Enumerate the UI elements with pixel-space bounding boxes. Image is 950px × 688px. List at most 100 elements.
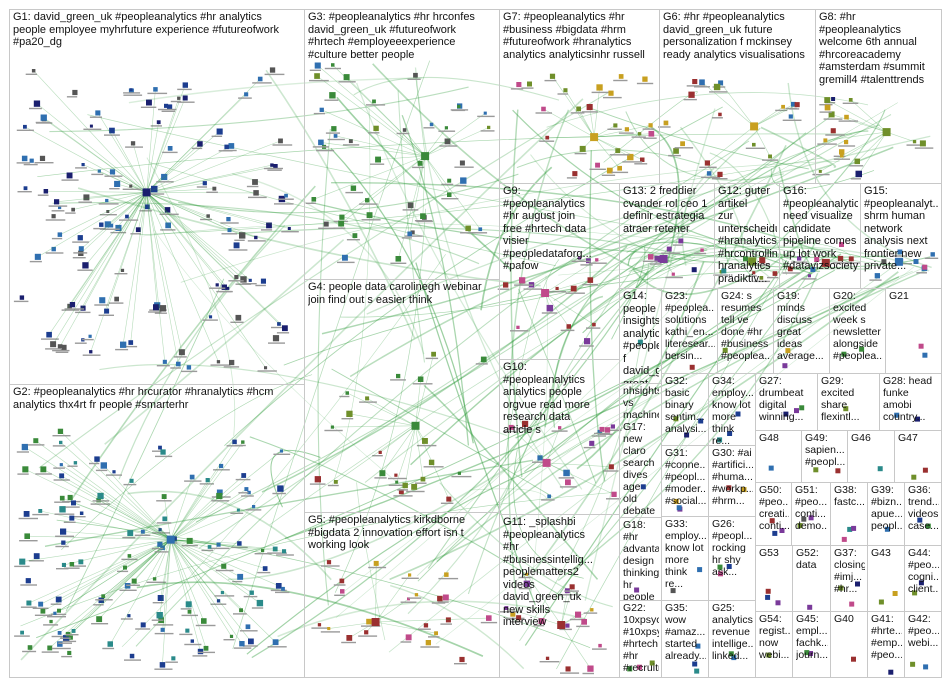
- group-label: G28: head funke amobi country...: [883, 375, 939, 423]
- group-box: G44: #peo... cogni... client...: [904, 545, 942, 612]
- group-box: G19: minds discuss great ideas average..…: [773, 288, 830, 374]
- group-box: G13: 2 freddier cvander rol ceo 1 defini…: [619, 183, 715, 289]
- group-label: G2: #peopleanalytics #hr hrcurator #hran…: [13, 386, 302, 411]
- group-label: G22: 10xpsychol... #10xpsych... #hrtech …: [623, 602, 659, 674]
- group-label: G3: #peopleanalytics #hr hrconfes david_…: [308, 11, 497, 61]
- group-box: G6: #hr #peopleanalytics david_green_uk …: [659, 9, 816, 184]
- group-label: G9: #peopleanalytics #hr august join fre…: [503, 185, 617, 273]
- group-label: G33: employ... know lot more think re...: [665, 518, 706, 590]
- group-box: G4: people data carolinegh webinar join …: [304, 279, 500, 513]
- group-label: G11: _splashbi #peopleanalytics #hr #bus…: [503, 516, 617, 629]
- group-box: nhsights vs machines G17: new claro sear…: [619, 383, 662, 518]
- group-box: G30: #ai #artifici... #huma... #workp...…: [708, 445, 756, 517]
- group-label: G18: #hr advantages design thinking hr p…: [623, 519, 659, 601]
- group-label: G41: #hrte... #emp... #peo...: [871, 613, 902, 661]
- group-box: G37: closing #imj... #hr...: [830, 545, 868, 612]
- group-box: G12: guter artikel zur unterscheidung #h…: [714, 183, 780, 289]
- group-label: G30: #ai #artifici... #huma... #workp...…: [712, 447, 753, 507]
- group-label: G32: basic binary sentim... analysi...: [665, 375, 706, 435]
- group-box: G43: [867, 545, 905, 612]
- group-box: G47: [894, 430, 942, 483]
- group-box: G35: wow #amaz... started already...: [661, 600, 709, 678]
- group-box: G24: s resumes tell ve done #hr #busines…: [717, 288, 774, 374]
- group-box: G7: #peopleanalytics #hr #business #bigd…: [499, 9, 660, 184]
- group-label: G23: #peoplea... solutions kathi_en... l…: [665, 290, 715, 362]
- group-label: G50: #peo... creati... conti...: [759, 484, 789, 532]
- group-label: G27: drumbeat digital winning...: [759, 375, 815, 423]
- group-box: G50: #peo... creati... conti...: [755, 482, 792, 546]
- group-box: G39: #bizn... apue... peopl...: [867, 482, 905, 546]
- group-box: G42: #peo... webi...: [904, 611, 942, 678]
- group-box: G53: [755, 545, 793, 612]
- group-box: G40: [830, 611, 868, 678]
- group-label: G24: s resumes tell ve done #hr #busines…: [721, 290, 771, 362]
- group-label: G8: #hr #peopleanalytics welcome 6th ann…: [819, 11, 939, 86]
- group-box: G16: #peopleanalytics need visualize can…: [779, 183, 861, 289]
- group-box: G32: basic binary sentim... analysi...: [661, 373, 709, 446]
- group-label: G49: sapien... #peopl...: [805, 432, 845, 468]
- group-label: G38: fastc...: [834, 484, 865, 508]
- group-label: G34: employ... know lot more think re...: [712, 375, 753, 446]
- group-label: G45: empl... fachk... journ...: [796, 613, 828, 661]
- group-label: G36: trend... videos case...: [908, 484, 939, 532]
- group-label: G48: [759, 432, 799, 444]
- group-box: G36: trend... videos case...: [904, 482, 942, 546]
- group-label: G52: data: [796, 547, 828, 571]
- group-box: G48: [755, 430, 802, 483]
- group-label: nhsights vs machines G17: new claro sear…: [623, 385, 659, 518]
- group-box: G14: people insights analytics #peopleAn…: [619, 288, 662, 384]
- group-box: G1: david_green_uk #peopleanalytics #hr …: [9, 9, 305, 385]
- group-label: G10: #peopleanalytics analytics people o…: [503, 361, 617, 436]
- group-box: G41: #hrte... #emp... #peo...: [867, 611, 905, 678]
- group-box: G15: #peopleanalyt... shrm human network…: [860, 183, 942, 289]
- group-label: G21: [889, 290, 939, 302]
- group-box: G54: regist... now webi...: [755, 611, 793, 678]
- group-label: G5: #peopleanalytics kirkdborne #bigdata…: [308, 514, 497, 552]
- group-label: G43: [871, 547, 902, 559]
- group-box: G10: #peopleanalytics analytics people o…: [499, 359, 620, 515]
- group-label: G47: [898, 432, 939, 444]
- group-box: G26: #peopl... rocking hr shy ask...: [708, 516, 756, 601]
- group-box: G9: #peopleanalytics #hr august join fre…: [499, 183, 620, 360]
- group-box: G49: sapien... #peopl...: [801, 430, 848, 483]
- group-label: G4: people data carolinegh webinar join …: [308, 281, 497, 306]
- group-label: G42: #peo... webi...: [908, 613, 939, 649]
- group-box: G25: analytics revenue intellige... link…: [708, 600, 756, 678]
- group-box: G45: empl... fachk... journ...: [792, 611, 831, 678]
- group-label: G15: #peopleanalyt... shrm human network…: [864, 185, 939, 273]
- group-box: G23: #peoplea... solutions kathi_en... l…: [661, 288, 718, 374]
- group-label: G7: #peopleanalytics #hr #business #bigd…: [503, 11, 657, 61]
- group-box: G22: 10xpsychol... #10xpsych... #hrtech …: [619, 600, 662, 678]
- group-label: G13: 2 freddier cvander rol ceo 1 defini…: [623, 185, 712, 235]
- group-label: G29: excited share flexintl...: [821, 375, 877, 423]
- group-box: G21: [885, 288, 942, 374]
- group-box: G28: head funke amobi country...: [879, 373, 942, 431]
- group-box: G46: [847, 430, 895, 483]
- group-box: G52: data: [792, 545, 831, 612]
- group-label: G31: #conne... #peopl... #moder... #soci…: [665, 447, 706, 507]
- group-box: G34: employ... know lot more think re...: [708, 373, 756, 446]
- group-label: G14: people insights analytics #peopleAn…: [623, 290, 659, 384]
- group-label: G51: #peo... conti... demo...: [795, 484, 828, 532]
- group-label: G53: [759, 547, 790, 559]
- group-label: G44: #peo... cogni... client...: [908, 547, 939, 595]
- group-box: G3: #peopleanalytics #hr hrconfes david_…: [304, 9, 500, 280]
- group-box: G8: #hr #peopleanalytics welcome 6th ann…: [815, 9, 942, 184]
- group-box: G27: drumbeat digital winning...: [755, 373, 818, 431]
- group-box: G51: #peo... conti... demo...: [791, 482, 831, 546]
- group-label: G25: analytics revenue intellige... link…: [712, 602, 753, 662]
- group-box: G38: fastc...: [830, 482, 868, 546]
- group-label: G54: regist... now webi...: [759, 613, 790, 661]
- group-box: G5: #peopleanalytics kirkdborne #bigdata…: [304, 512, 500, 678]
- group-label: G46: [851, 432, 892, 444]
- group-label: G12: guter artikel zur unterscheidung #h…: [718, 185, 777, 285]
- group-label: G19: minds discuss great ideas average..…: [777, 290, 827, 362]
- group-box: G18: #hr advantages design thinking hr p…: [619, 517, 662, 601]
- group-box: G2: #peopleanalytics #hr hrcurator #hran…: [9, 384, 305, 678]
- group-label: G20: excited week s newsletter alongside…: [833, 290, 883, 362]
- group-box: G29: excited share flexintl...: [817, 373, 880, 431]
- group-label: G6: #hr #peopleanalytics david_green_uk …: [663, 11, 813, 61]
- group-label: G37: closing #imj... #hr...: [834, 547, 865, 595]
- group-label: G35: wow #amaz... started already...: [665, 602, 706, 662]
